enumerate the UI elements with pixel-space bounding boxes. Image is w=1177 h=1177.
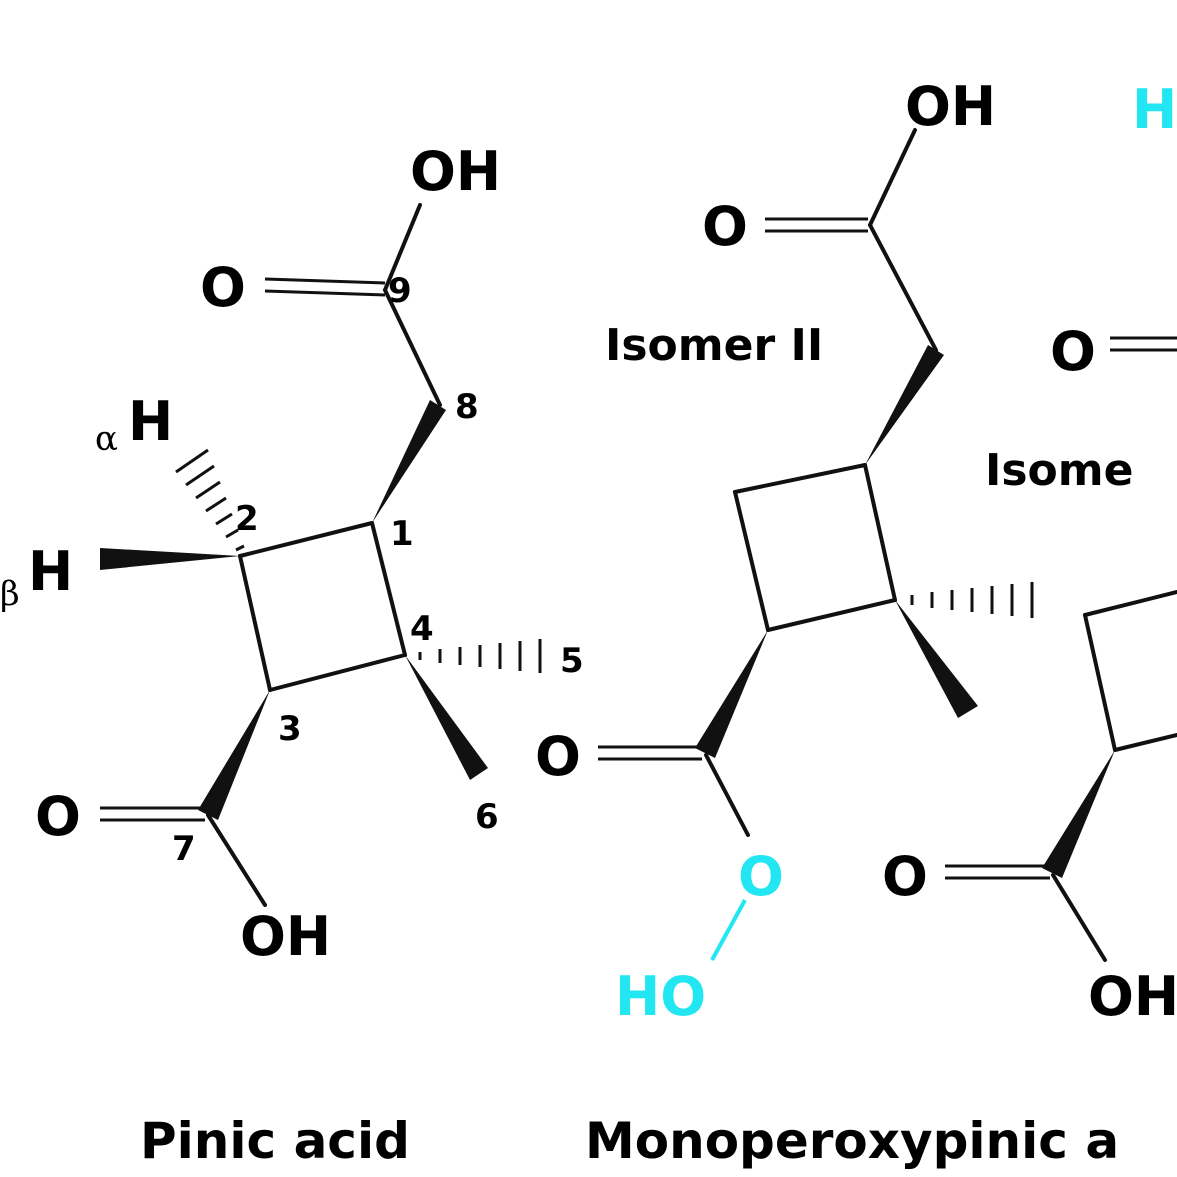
hash-bond-c4-c5 [418,639,542,673]
m1-ring-bond-a [1083,590,1177,617]
ring-bond-c1-c2 [238,521,374,558]
m-bond-c-oh [868,128,917,227]
hash-bond-c2-h-alpha [175,448,245,552]
m1-bond-c-oh [1051,873,1107,962]
caption-monoperoxypinic-acid: Monoperoxypinic a [585,1112,1119,1170]
atom-h-alpha: H [128,390,173,453]
locant-6: 6 [475,797,499,837]
m1-atom-o-low: O [882,845,928,908]
m-bond-c-o [704,753,750,837]
ring-bond-c4-c1 [370,521,407,657]
caption-pinic-acid: Pinic acid [140,1112,410,1170]
m1-ring-bond-b [1083,613,1117,752]
atom-oh-top: OH [410,140,501,203]
atom-o-top: O [200,256,246,319]
m-wedge-ring-c [695,630,768,758]
wedge-c2-h-beta [100,548,240,570]
monoperoxypinic-isomer-2-structure: OH O O O HO Isomer II [535,75,1034,1028]
locant-8: 8 [455,387,479,427]
greek-alpha: α [95,419,118,459]
m-hash-bond-methyl [910,582,1034,618]
bond-c8-c9 [383,288,442,407]
m-ring-bond-d [733,490,770,632]
m-bond-o-o [710,899,747,961]
m1-wedge-ring-c [1042,750,1115,878]
m-ring-bond-a [733,463,867,494]
m1-ring-bond-c [1113,733,1177,752]
m1-atom-h-right: H [1132,78,1177,141]
atom-o-bottom: O [35,785,81,848]
atom-oh-bottom: OH [240,905,331,968]
ring-bond-c3-c4 [268,653,407,692]
m-atom-o-peroxy: O [738,845,784,908]
label-isomer-2: Isomer II [605,320,823,371]
m-atom-o-side: O [535,725,581,788]
bond-c9-oh [383,203,422,292]
pinic-acid-structure: OH O H H O OH α β 1 2 3 4 5 6 7 8 9 Pini… [0,140,584,1170]
wedge-c1-c8 [372,400,446,523]
double-bond-c9-o-a [264,277,386,285]
locant-5: 5 [560,641,584,681]
m-ring-bond-b [863,463,897,602]
bond-c7-oh [206,813,267,907]
locant-7: 7 [172,829,196,869]
m-atom-ho-peroxy: HO [615,965,706,1028]
locant-2: 2 [235,499,259,539]
label-isomer-1: Isome [985,445,1133,496]
m-atom-oh-top: OH [905,75,996,138]
m-wedge-methyl-down [895,600,978,718]
m-wedge-ring-ch2 [865,345,944,465]
locant-9: 9 [388,271,412,311]
locant-3: 3 [278,709,302,749]
monoperoxypinic-isomer-1-structure: H O Isome O OH [882,78,1177,1028]
m1-atom-oh-low: OH [1088,965,1177,1028]
m1-atom-o-right: O [1050,320,1096,383]
atom-h-beta: H [28,540,73,603]
m-atom-o-top: O [702,195,748,258]
locant-1: 1 [390,514,414,554]
wedge-c3-c7 [198,690,270,820]
m-bond-ch2-c [868,223,938,352]
m-ring-bond-c [766,598,897,632]
greek-beta: β [0,574,20,614]
locant-4: 4 [410,609,434,649]
wedge-c4-c6 [405,655,488,780]
ring-bond-c2-c3 [238,554,272,692]
double-bond-c9-o-b [264,289,386,297]
